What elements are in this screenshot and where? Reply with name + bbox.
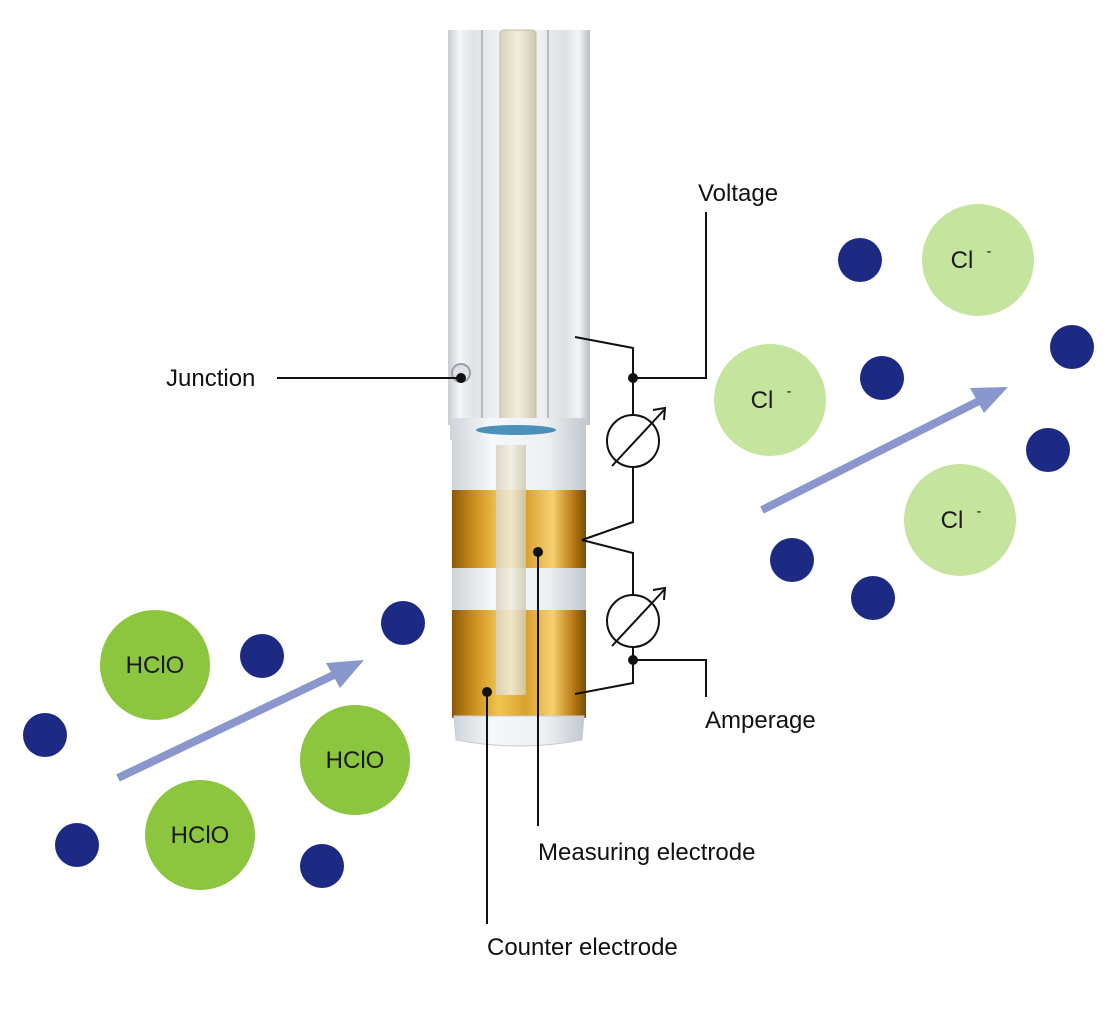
chloride-ion-charge: -: [987, 243, 992, 260]
circuit-wire-mid-upper: [581, 468, 634, 541]
chloride-ion-charge: -: [787, 383, 792, 400]
circuit-wire-top: [574, 336, 634, 415]
particle-dot: [1050, 325, 1094, 369]
circuit-wire-mid-lower: [581, 539, 634, 594]
chloride-ion-label: Cl: [951, 247, 974, 274]
callout-leaders: [277, 377, 539, 924]
flow-arrow-right-head: [970, 387, 1008, 413]
flow-arrow-left: [116, 668, 342, 782]
particle-dot: [1026, 428, 1070, 472]
particle-dot: [838, 238, 882, 282]
molecule-group-left: HClO HClO HClO: [23, 601, 425, 890]
voltmeter-arrowhead: [652, 406, 667, 421]
flow-arrow-left-head: [326, 660, 364, 688]
amperage-node-dot: [628, 655, 638, 665]
particle-dot: [55, 823, 99, 867]
hclo-molecule-label: HClO: [326, 747, 385, 774]
particle-dot: [240, 634, 284, 678]
measuring-electrode-label: Measuring electrode: [538, 839, 755, 866]
ammeter-arrowhead: [652, 586, 667, 601]
chloride-ion-label: Cl: [751, 387, 774, 414]
blue-seal: [476, 425, 556, 435]
particle-dot: [23, 713, 67, 757]
voltmeter-diagonal: [611, 409, 665, 467]
particle-dot: [770, 538, 814, 582]
voltage-node-dot: [628, 373, 638, 383]
measurement-circuit: [574, 212, 707, 697]
chloride-ion-circle: [922, 204, 1034, 316]
chloride-ion-circle: [904, 464, 1016, 576]
counter-electrode-leader-dot: [482, 687, 492, 697]
particle-dot: [860, 356, 904, 400]
amperage-lead-wire: [633, 659, 707, 697]
electrode: [448, 29, 590, 747]
molecule-group-right: Cl - Cl - Cl -: [714, 204, 1094, 620]
particle-dot: [300, 844, 344, 888]
bottom-cap: [453, 715, 585, 747]
voltage-lead-wire: [633, 212, 707, 379]
inner-wick: [499, 29, 537, 426]
amperage-label: Amperage: [705, 707, 816, 734]
hclo-molecule-label: HClO: [171, 822, 230, 849]
hclo-molecule-circle: [145, 780, 255, 890]
flow-arrow-right: [760, 394, 987, 514]
ammeter-symbol: [606, 586, 667, 648]
voltmeter-symbol: [606, 406, 667, 468]
hclo-molecule-circle: [300, 705, 410, 815]
chloride-ion-charge: -: [977, 503, 982, 520]
ammeter-diagonal: [611, 589, 665, 647]
measuring-electrode-leader-dot: [533, 547, 543, 557]
particle-dot: [851, 576, 895, 620]
counter-electrode-label: Counter electrode: [487, 934, 678, 961]
junction-label: Junction: [166, 365, 255, 392]
hclo-molecule-label: HClO: [126, 652, 185, 679]
chloride-ion-label: Cl: [941, 507, 964, 534]
chloride-ion-circle: [714, 344, 826, 456]
voltage-label: Voltage: [698, 180, 778, 207]
particle-dot: [381, 601, 425, 645]
hclo-molecule-circle: [100, 610, 210, 720]
junction-leader-dot: [456, 373, 466, 383]
lower-wick: [496, 445, 526, 695]
